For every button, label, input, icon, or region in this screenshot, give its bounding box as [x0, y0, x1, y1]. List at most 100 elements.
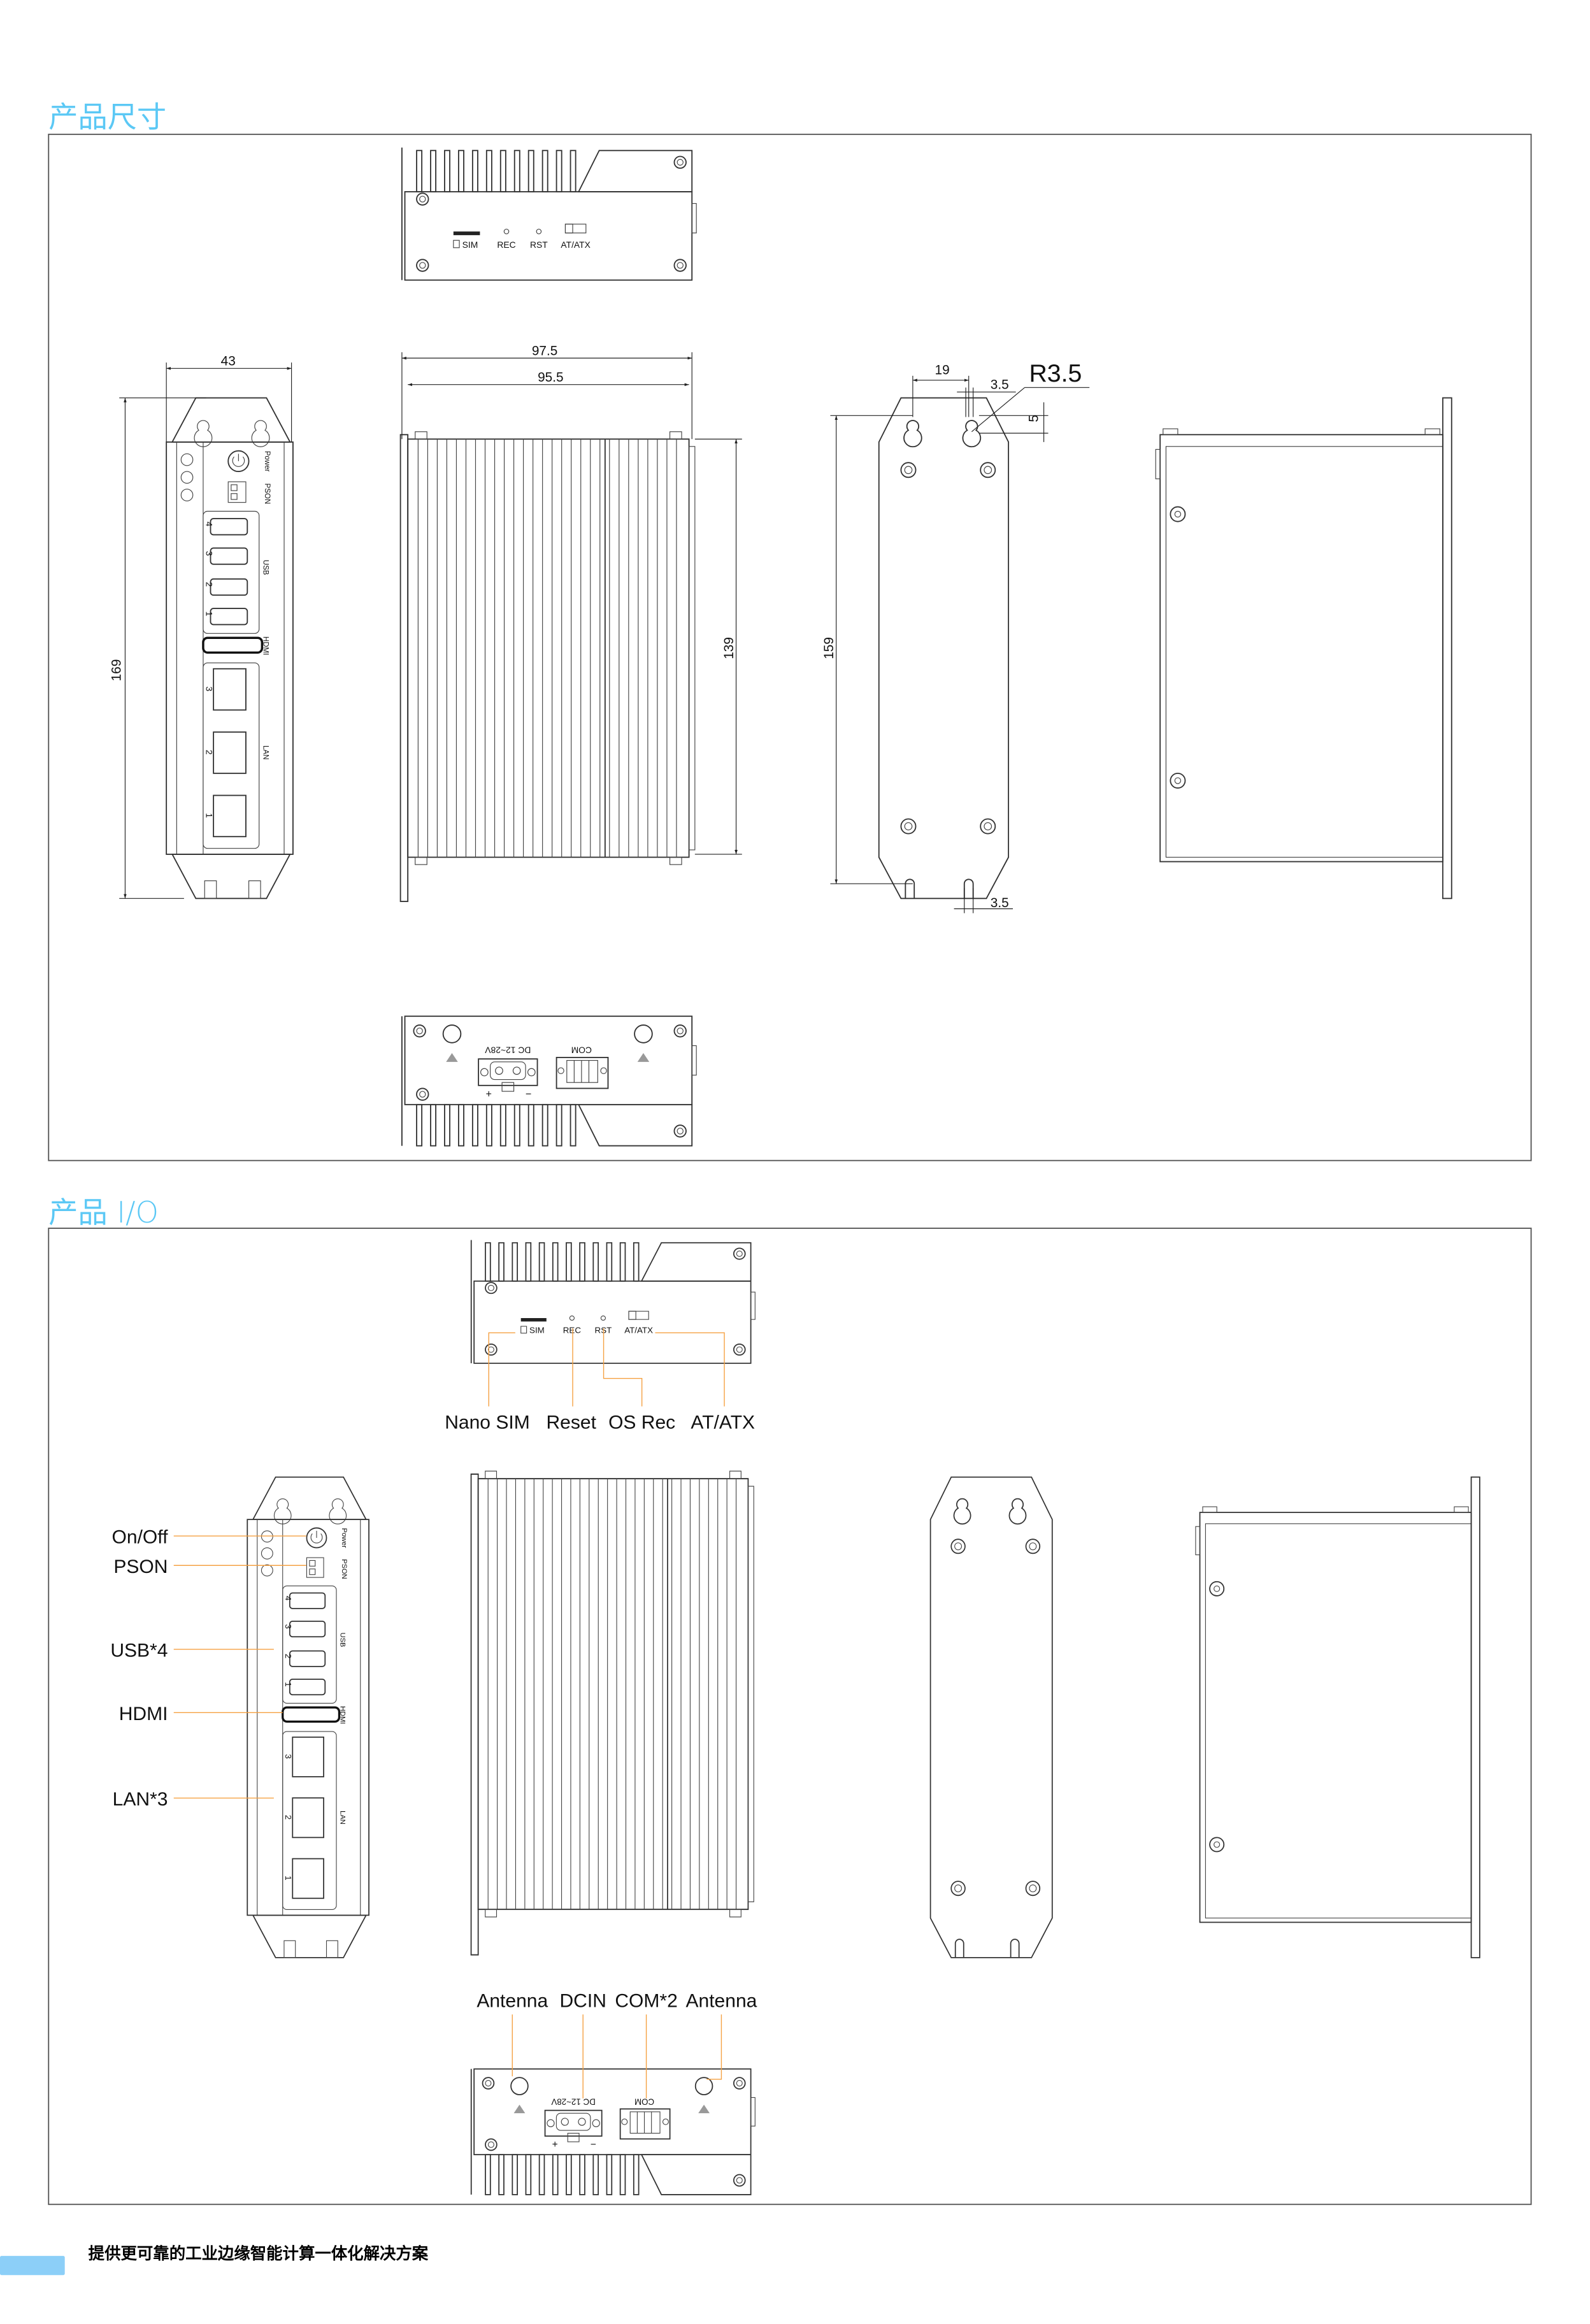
- screw-icon: [733, 2174, 746, 2187]
- mounting-plate-drawing: [929, 1476, 1053, 1958]
- usb-number: 2: [204, 582, 215, 587]
- heatsink-fin: [569, 1103, 577, 1147]
- hdmi-port: [202, 636, 264, 654]
- heatsink-fin: [471, 150, 478, 192]
- ground-icon: [698, 2104, 710, 2114]
- heatsink-fin: [444, 1103, 450, 1147]
- screw-icon: [980, 818, 996, 835]
- heatsink-fin: [566, 2154, 572, 2195]
- dc-terminal: [544, 2109, 603, 2142]
- heatsink-fin: [592, 1242, 599, 1282]
- power-button-icon: [227, 450, 250, 473]
- rst-label: RST: [530, 240, 548, 250]
- screw-icon: [1209, 1581, 1225, 1596]
- com-terminal: [619, 2108, 671, 2140]
- screw-icon: [673, 259, 687, 272]
- heatsink-fin: [416, 150, 423, 192]
- rear-panel-drawing: DC 12~28V + − COM: [401, 1015, 697, 1147]
- usb-port-1: [289, 1678, 326, 1696]
- screw-icon: [416, 1087, 429, 1101]
- heatsink-fin: [538, 2154, 545, 2195]
- callout-on-off: On/Off: [112, 1527, 169, 1548]
- rec-label: REC: [563, 1326, 581, 1335]
- heatsink-fin: [566, 1242, 572, 1282]
- callout-usb: USB*4: [110, 1640, 168, 1661]
- usb-port-1: [210, 608, 248, 626]
- heatsink-fin: [592, 2154, 599, 2195]
- front-panel-view: SIM REC RST AT/ATX: [401, 147, 697, 281]
- mounting-plate-view: [929, 1476, 1053, 1958]
- usb-port-3: [289, 1620, 326, 1638]
- usb-port-3: [210, 547, 248, 565]
- io-panel-drawing: Power PSON 4 3 2 1 USB HDMI 3 2 1 LAN: [166, 397, 294, 900]
- callout-com: COM*2: [615, 1991, 677, 2012]
- at-atx-label: AT/ATX: [561, 240, 590, 250]
- hdmi-label: HDMI: [339, 1706, 347, 1724]
- heatsink-side-view: [399, 431, 696, 902]
- section-title-io: 产品 I/O: [48, 1195, 159, 1230]
- io-panel-view: Power PSON 4 3 2 1 USB HDMI 3 2 1 LAN: [166, 397, 294, 900]
- usb-port-2: [210, 578, 248, 596]
- ground-icon: [513, 2104, 526, 2114]
- io-panel-drawing: Power PSON 4 3 2 1 USB HDMI 3 2 1 LAN: [247, 1476, 369, 1958]
- dim-height-overall: 169: [110, 659, 124, 682]
- heatsink-fin: [485, 2154, 491, 2195]
- screw-icon: [1170, 506, 1186, 522]
- side-cover-drawing: [1195, 1476, 1480, 1958]
- lan-port-3: [292, 1736, 324, 1777]
- dim-radius: R3.5: [1029, 359, 1082, 387]
- heatsink-side-drawing: [470, 1470, 754, 1956]
- screw-icon: [673, 155, 687, 169]
- at-atx-switch: [628, 1310, 649, 1320]
- callout-pson: PSON: [113, 1556, 168, 1577]
- dc-minus-label: −: [526, 1088, 531, 1100]
- antenna-hole: [694, 2077, 713, 2095]
- screw-icon: [1209, 1837, 1225, 1853]
- dc-terminal: [478, 1058, 538, 1092]
- heatsink-fin: [513, 150, 520, 192]
- dc-input-label: DC 12~28V: [551, 2097, 595, 2107]
- power-label: Power: [263, 451, 271, 472]
- screw-icon: [485, 1282, 498, 1295]
- sim-label: SIM: [529, 1326, 545, 1335]
- heatsink-fin: [498, 2154, 505, 2195]
- screw-icon: [900, 818, 917, 835]
- lan-port-1: [213, 794, 247, 838]
- screw-icon: [413, 1024, 426, 1038]
- lan-port-3: [213, 668, 247, 711]
- heatsink-side-view: [470, 1470, 754, 1956]
- usb-number: 4: [204, 522, 215, 527]
- screw-icon: [733, 1247, 746, 1260]
- lan-number: 2: [204, 750, 215, 755]
- front-panel-view: SIM REC RST AT/ATX: [470, 1240, 756, 1364]
- lan-port-2: [213, 731, 247, 774]
- rst-button: [536, 229, 542, 234]
- dc-input-label: DC 12~28V: [485, 1045, 531, 1056]
- rst-button: [600, 1316, 606, 1321]
- screw-icon: [950, 1881, 966, 1897]
- heatsink-fin: [606, 1242, 613, 1282]
- heatsink-fin: [471, 1103, 478, 1147]
- lan-port-2: [292, 1797, 324, 1839]
- rec-led: [503, 229, 510, 234]
- callout-at-atx: AT/ATX: [691, 1412, 755, 1433]
- screw-icon: [1170, 772, 1186, 789]
- dc-plus-label: +: [552, 2139, 558, 2150]
- lan-number: 2: [283, 1815, 293, 1819]
- lan-label: LAN: [262, 745, 269, 759]
- screw-icon: [482, 2077, 495, 2090]
- dim-offset: 5: [1026, 415, 1041, 422]
- heatsink-fin: [619, 1242, 626, 1282]
- usb-number: 4: [283, 1596, 293, 1600]
- mounting-plate-view: [878, 397, 1010, 900]
- rear-panel-drawing: DC 12~28V + − COM: [470, 2068, 756, 2195]
- footer-tagline: 提供更可靠的工业边缘智能计算一体化解决方案: [89, 2244, 429, 2263]
- screw-icon: [673, 1024, 687, 1038]
- heatsink-fin: [430, 1103, 437, 1147]
- screw-icon: [485, 1343, 498, 1356]
- hdmi-label: HDMI: [262, 636, 269, 656]
- callout-dcin: DCIN: [559, 1991, 606, 2012]
- screw-icon: [1025, 1539, 1041, 1554]
- rec-led: [569, 1316, 575, 1321]
- side-cover-view: [1155, 397, 1452, 900]
